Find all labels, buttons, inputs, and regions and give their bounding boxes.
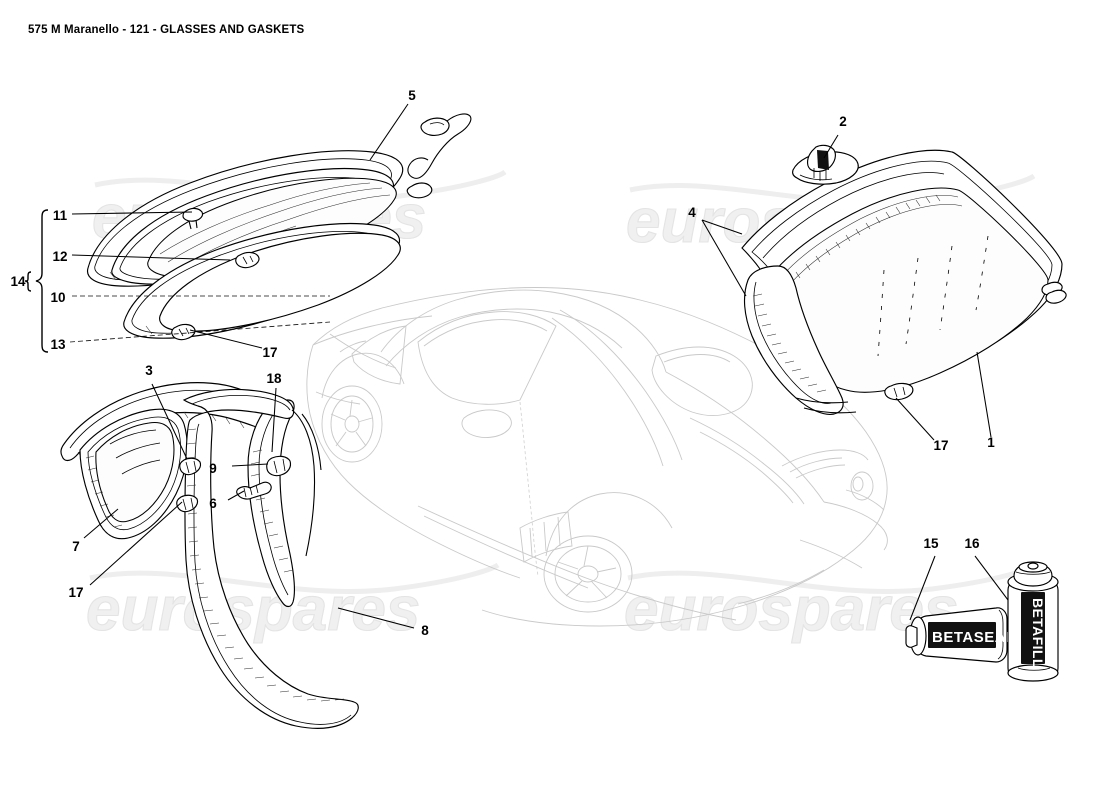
part-1-windscreen-glass [771, 187, 1049, 393]
tube-betaseal: BETASEAL [905, 607, 1016, 663]
tube-betafill: BETAFILL [1007, 561, 1059, 682]
rear-screen-assembly-group [86, 113, 472, 341]
callout-7: 7 [72, 539, 80, 554]
part-2-rear-view-mirror [792, 144, 859, 185]
callout-8: 8 [421, 623, 429, 638]
part-9-retaining-bracket [266, 455, 292, 477]
callout-13: 13 [50, 337, 66, 352]
page-title: 575 M Maranello - 121 - GLASSES AND GASK… [28, 24, 305, 36]
callout-17c: 17 [933, 438, 948, 453]
callout-11: 11 [53, 208, 68, 223]
callout-14: 14 [10, 274, 26, 289]
part-5-clip [407, 113, 472, 179]
sealant-tubes-group: BETASEAL BETAFILL [905, 561, 1059, 682]
gasket-corner-clips [1041, 281, 1067, 304]
callout-labels: 1 2 3 4 5 6 7 8 9 10 11 12 13 14 15 16 1… [10, 88, 995, 638]
callout-16: 16 [964, 536, 980, 551]
part-6-fixing-screw [236, 481, 272, 500]
callout-1: 1 [987, 435, 995, 450]
part-17-clip-right [884, 382, 914, 401]
callout-5: 5 [408, 88, 416, 103]
leader-lines-left [69, 103, 409, 349]
windscreen-lower-frame [795, 397, 857, 414]
callout-17b: 17 [68, 585, 83, 600]
callout-15: 15 [923, 536, 939, 551]
part-4-side-gasket-strip [743, 265, 844, 415]
callout-17a: 17 [262, 345, 277, 360]
tube-betafill-label: BETAFILL [1030, 598, 1046, 668]
callout-6: 6 [209, 496, 217, 511]
callout-10: 10 [50, 290, 65, 305]
door-frame-inner-line [291, 409, 322, 557]
callout-12: 12 [52, 249, 67, 264]
leader-lines-bottom-left [83, 383, 415, 629]
callout-2: 2 [839, 114, 847, 129]
tube-betaseal-label: BETASEAL [932, 629, 1016, 646]
windscreen-assembly-group [741, 144, 1067, 415]
door-quarter-assembly-group [60, 382, 359, 729]
callout-4: 4 [688, 205, 696, 220]
car-illustration [306, 287, 888, 627]
callout-18: 18 [266, 371, 282, 386]
callout-3: 3 [145, 363, 153, 378]
leader-lines-right [701, 134, 1009, 621]
watermark-bottom-left: eurospares [85, 562, 500, 645]
part-18-door-upper-seal [247, 399, 295, 608]
part-8-door-weatherstrip [176, 388, 359, 729]
part-17-clip-upper [235, 251, 260, 269]
part-5-clip-lower [406, 182, 433, 199]
part-7-quarter-glass [79, 408, 188, 540]
watermark-text: eurospares [86, 575, 420, 644]
part-17-clip-lower [171, 323, 196, 341]
callout-9: 9 [209, 461, 217, 476]
assembly-bracket-14 [24, 209, 49, 353]
